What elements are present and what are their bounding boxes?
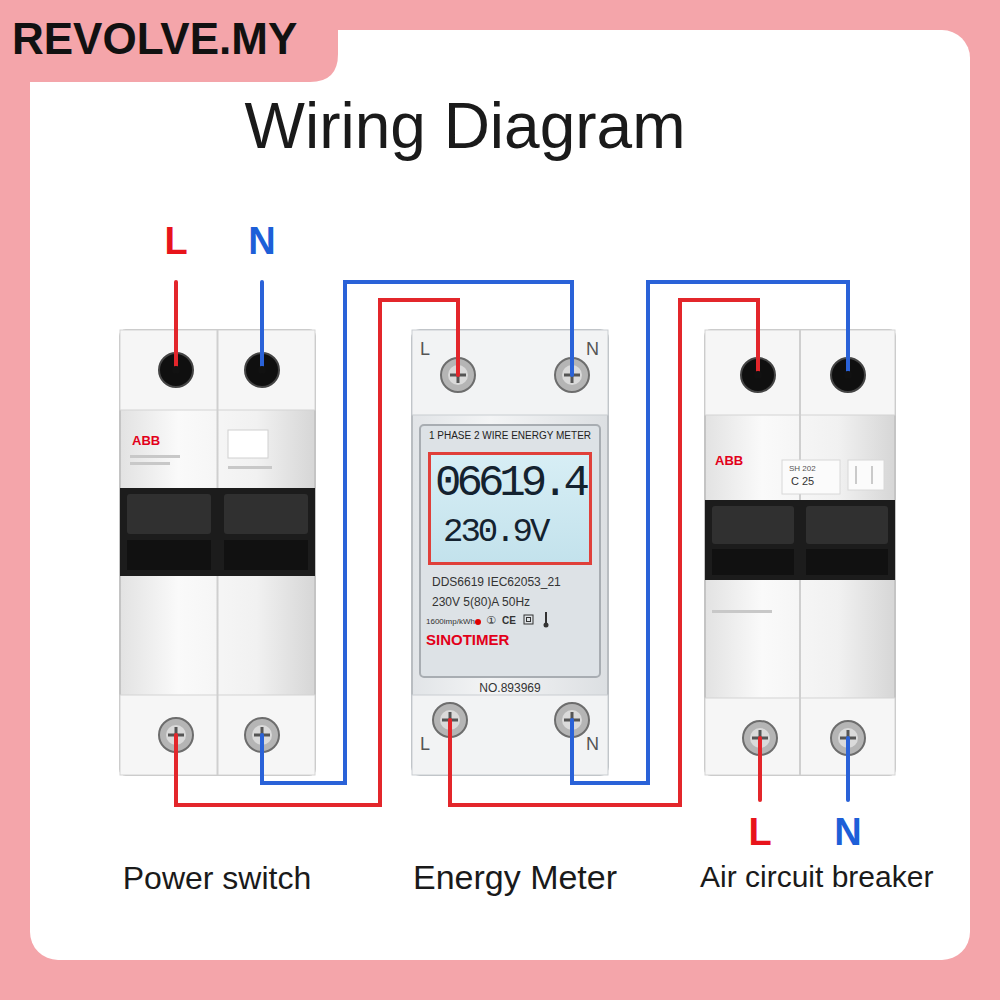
neutral-wire [570,720,574,775]
phase-wire [758,738,762,800]
phase-label: L [164,222,187,260]
toggle-handle [224,494,308,534]
meter-body [412,330,608,775]
terminal-label: L [420,735,430,753]
terminal-block [412,330,608,415]
rating-text: 230V 5(80)A 50Hz [432,596,530,608]
phase-wire [448,720,452,775]
fine-print-mark [130,455,180,458]
toggle-handle [127,540,211,570]
power-switch-illustration [120,330,315,775]
pulse-led [475,619,481,625]
toggle-handle [127,494,211,534]
pole-plate [848,460,884,490]
device-caption: Power switch [123,862,312,894]
neutral-wire [570,330,574,375]
terminal-centres [172,366,852,379]
toggle-band [120,488,315,576]
neutral-wire [260,735,264,775]
brand-text: SINOTIMER [426,632,509,647]
phase-wire [756,330,760,375]
toggle-handle [806,549,888,575]
toggle-handle [806,506,888,544]
phase-label: L [748,813,771,851]
phase-wire [174,282,178,370]
constant-text: 1600imp/kWh [426,618,475,626]
terminal-centre [754,371,762,379]
neutral-wire [572,282,848,783]
toggle-handle [712,549,794,575]
terminal-label: L [420,340,430,358]
terminal-centre [844,371,852,379]
energy-reading: 06619.4 [435,461,585,505]
meter-face [420,425,600,677]
watermark: REVOLVE.MY [12,17,297,61]
brand-text: ABB [132,434,160,447]
neutral-wire [846,738,850,800]
device-caption: Energy Meter [413,860,617,894]
terminal-centre [172,366,180,374]
toggle-handle [224,540,308,570]
diagram-title: Wiring Diagram [245,94,686,158]
class-symbol: ① [486,615,496,626]
circuit-breaker: ABB SH 202 C 25 [705,330,895,775]
toggle-band [705,500,895,580]
watermark-banner [0,0,338,82]
fine-print-mark [130,462,170,465]
wire-stubs [176,282,848,800]
test-button [228,430,268,458]
serial-number: NO.893969 [479,682,540,694]
terminal-label: N [586,735,599,753]
terminal-block [412,695,608,775]
rating-plate [782,460,840,494]
neutral-label: N [834,813,861,851]
breaker-body [120,330,315,775]
terminal-centre [258,366,266,374]
energy-meter-illustration [412,330,608,775]
class-symbol [524,615,533,624]
voltage-reading: 230.9V [443,515,547,549]
phase-wire [174,735,178,775]
device-caption: Air circuit breaker [700,862,933,892]
neutral-label: N [248,222,275,260]
terminal-label: N [586,340,599,358]
breaker-body [705,330,895,775]
power-switch: ABB [120,330,315,775]
class-symbol [527,618,531,622]
toggle-handle [712,506,794,544]
circuit-breaker-illustration [705,330,895,775]
brand-text: ABB [715,454,743,467]
rating-text: C 25 [791,476,814,487]
thermometer-symbol [545,612,547,623]
model-text: DDS6619 IEC62053_21 [432,576,561,588]
fine-print-mark [712,610,772,613]
neutral-wire [846,330,850,375]
lcd-display: 06619.4 230.9V [428,452,592,565]
meter-heading: 1 PHASE 2 WIRE ENERGY METER [429,431,591,441]
white-panel [30,30,970,960]
energy-meter: L N 1 PHASE 2 WIRE ENERGY METER DDS6619 IEC… [412,330,608,775]
fine-print-mark [228,466,272,469]
pole-symbol [856,466,872,484]
model-text: SH 202 [789,465,816,473]
neutral-wire [262,282,572,783]
neutral-wire [260,282,264,370]
ce-mark: CE [502,616,516,626]
thermometer-symbol [544,623,549,628]
phase-wire [456,330,460,375]
phase-wire [176,300,458,805]
